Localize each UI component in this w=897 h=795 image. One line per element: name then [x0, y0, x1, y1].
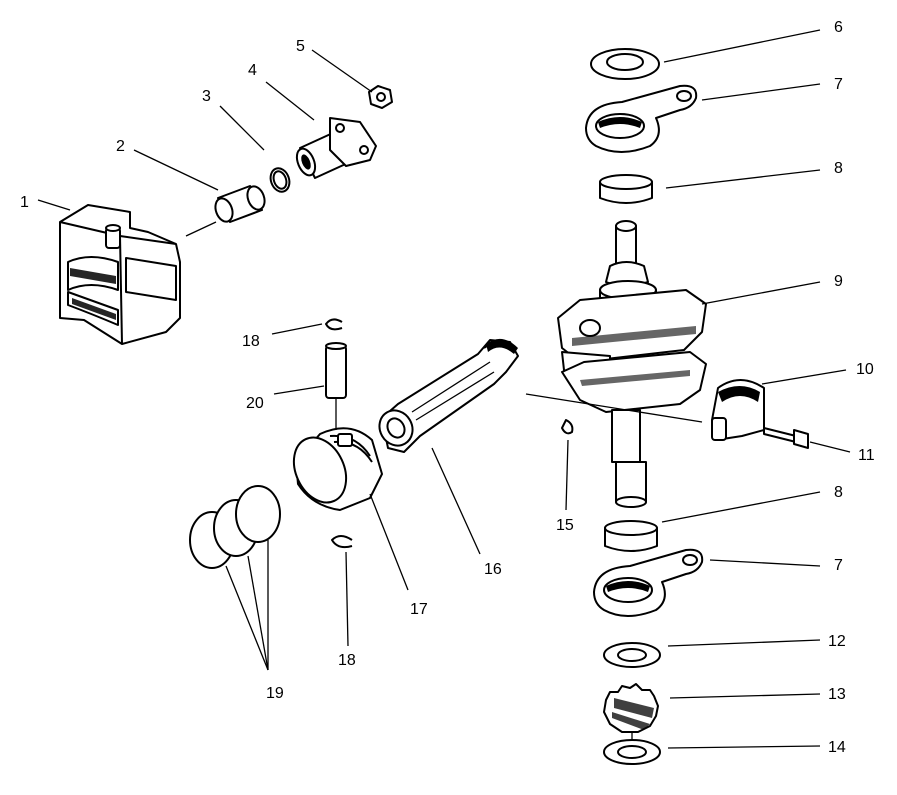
part-rod-bolt [763, 427, 809, 449]
callout-15: 15 [556, 517, 574, 534]
callout-3: 3 [202, 88, 211, 105]
part-rod-end-bottom [593, 548, 704, 617]
callout-8-top: 8 [834, 160, 843, 177]
callout-2: 2 [116, 138, 125, 155]
part-washer-bottom [603, 739, 661, 765]
part-wrist-pin [325, 342, 347, 430]
part-thrust-washer-top [590, 48, 660, 80]
part-o-ring [269, 167, 291, 193]
callout-8-bottom: 8 [834, 484, 843, 501]
callout-labels: 1 2 3 4 5 6 7 8 9 10 11 8 7 12 13 14 15 … [20, 19, 875, 756]
callout-16: 16 [484, 561, 502, 578]
part-rod-end-top [585, 84, 698, 153]
part-rod-cap [711, 379, 765, 441]
callout-7-top: 7 [834, 76, 843, 93]
part-bearing-bottom [604, 520, 658, 552]
leader-lines [37, 29, 851, 749]
part-connecting-rod [378, 338, 519, 453]
callout-13: 13 [828, 686, 846, 703]
callout-10: 10 [856, 361, 874, 378]
callout-4: 4 [248, 62, 257, 79]
callout-9: 9 [834, 273, 843, 290]
callout-6: 6 [834, 19, 843, 36]
part-bushing [185, 185, 266, 237]
part-piston [292, 427, 383, 511]
part-circlip-top [325, 318, 343, 331]
callout-14: 14 [828, 739, 846, 756]
callout-18-bottom: 18 [338, 652, 356, 669]
part-bearing-holder [295, 117, 377, 179]
part-washer [603, 642, 661, 668]
callout-11: 11 [858, 447, 875, 464]
part-gear [603, 683, 659, 742]
callout-5: 5 [296, 38, 305, 55]
callout-17: 17 [410, 601, 428, 618]
callout-1: 1 [20, 194, 29, 211]
callout-20: 20 [246, 395, 264, 412]
callout-19: 19 [266, 685, 284, 702]
part-crankcase-block [59, 204, 181, 345]
callout-7-bottom: 7 [834, 557, 843, 574]
part-woodruff-key [561, 419, 574, 435]
callout-18-top: 18 [242, 333, 260, 350]
part-crankshaft [557, 220, 707, 508]
part-piston-rings [189, 485, 281, 569]
callout-12: 12 [828, 633, 846, 650]
part-bearing-top [599, 174, 653, 204]
part-circlip-bottom [331, 535, 353, 549]
part-nut [368, 85, 393, 109]
